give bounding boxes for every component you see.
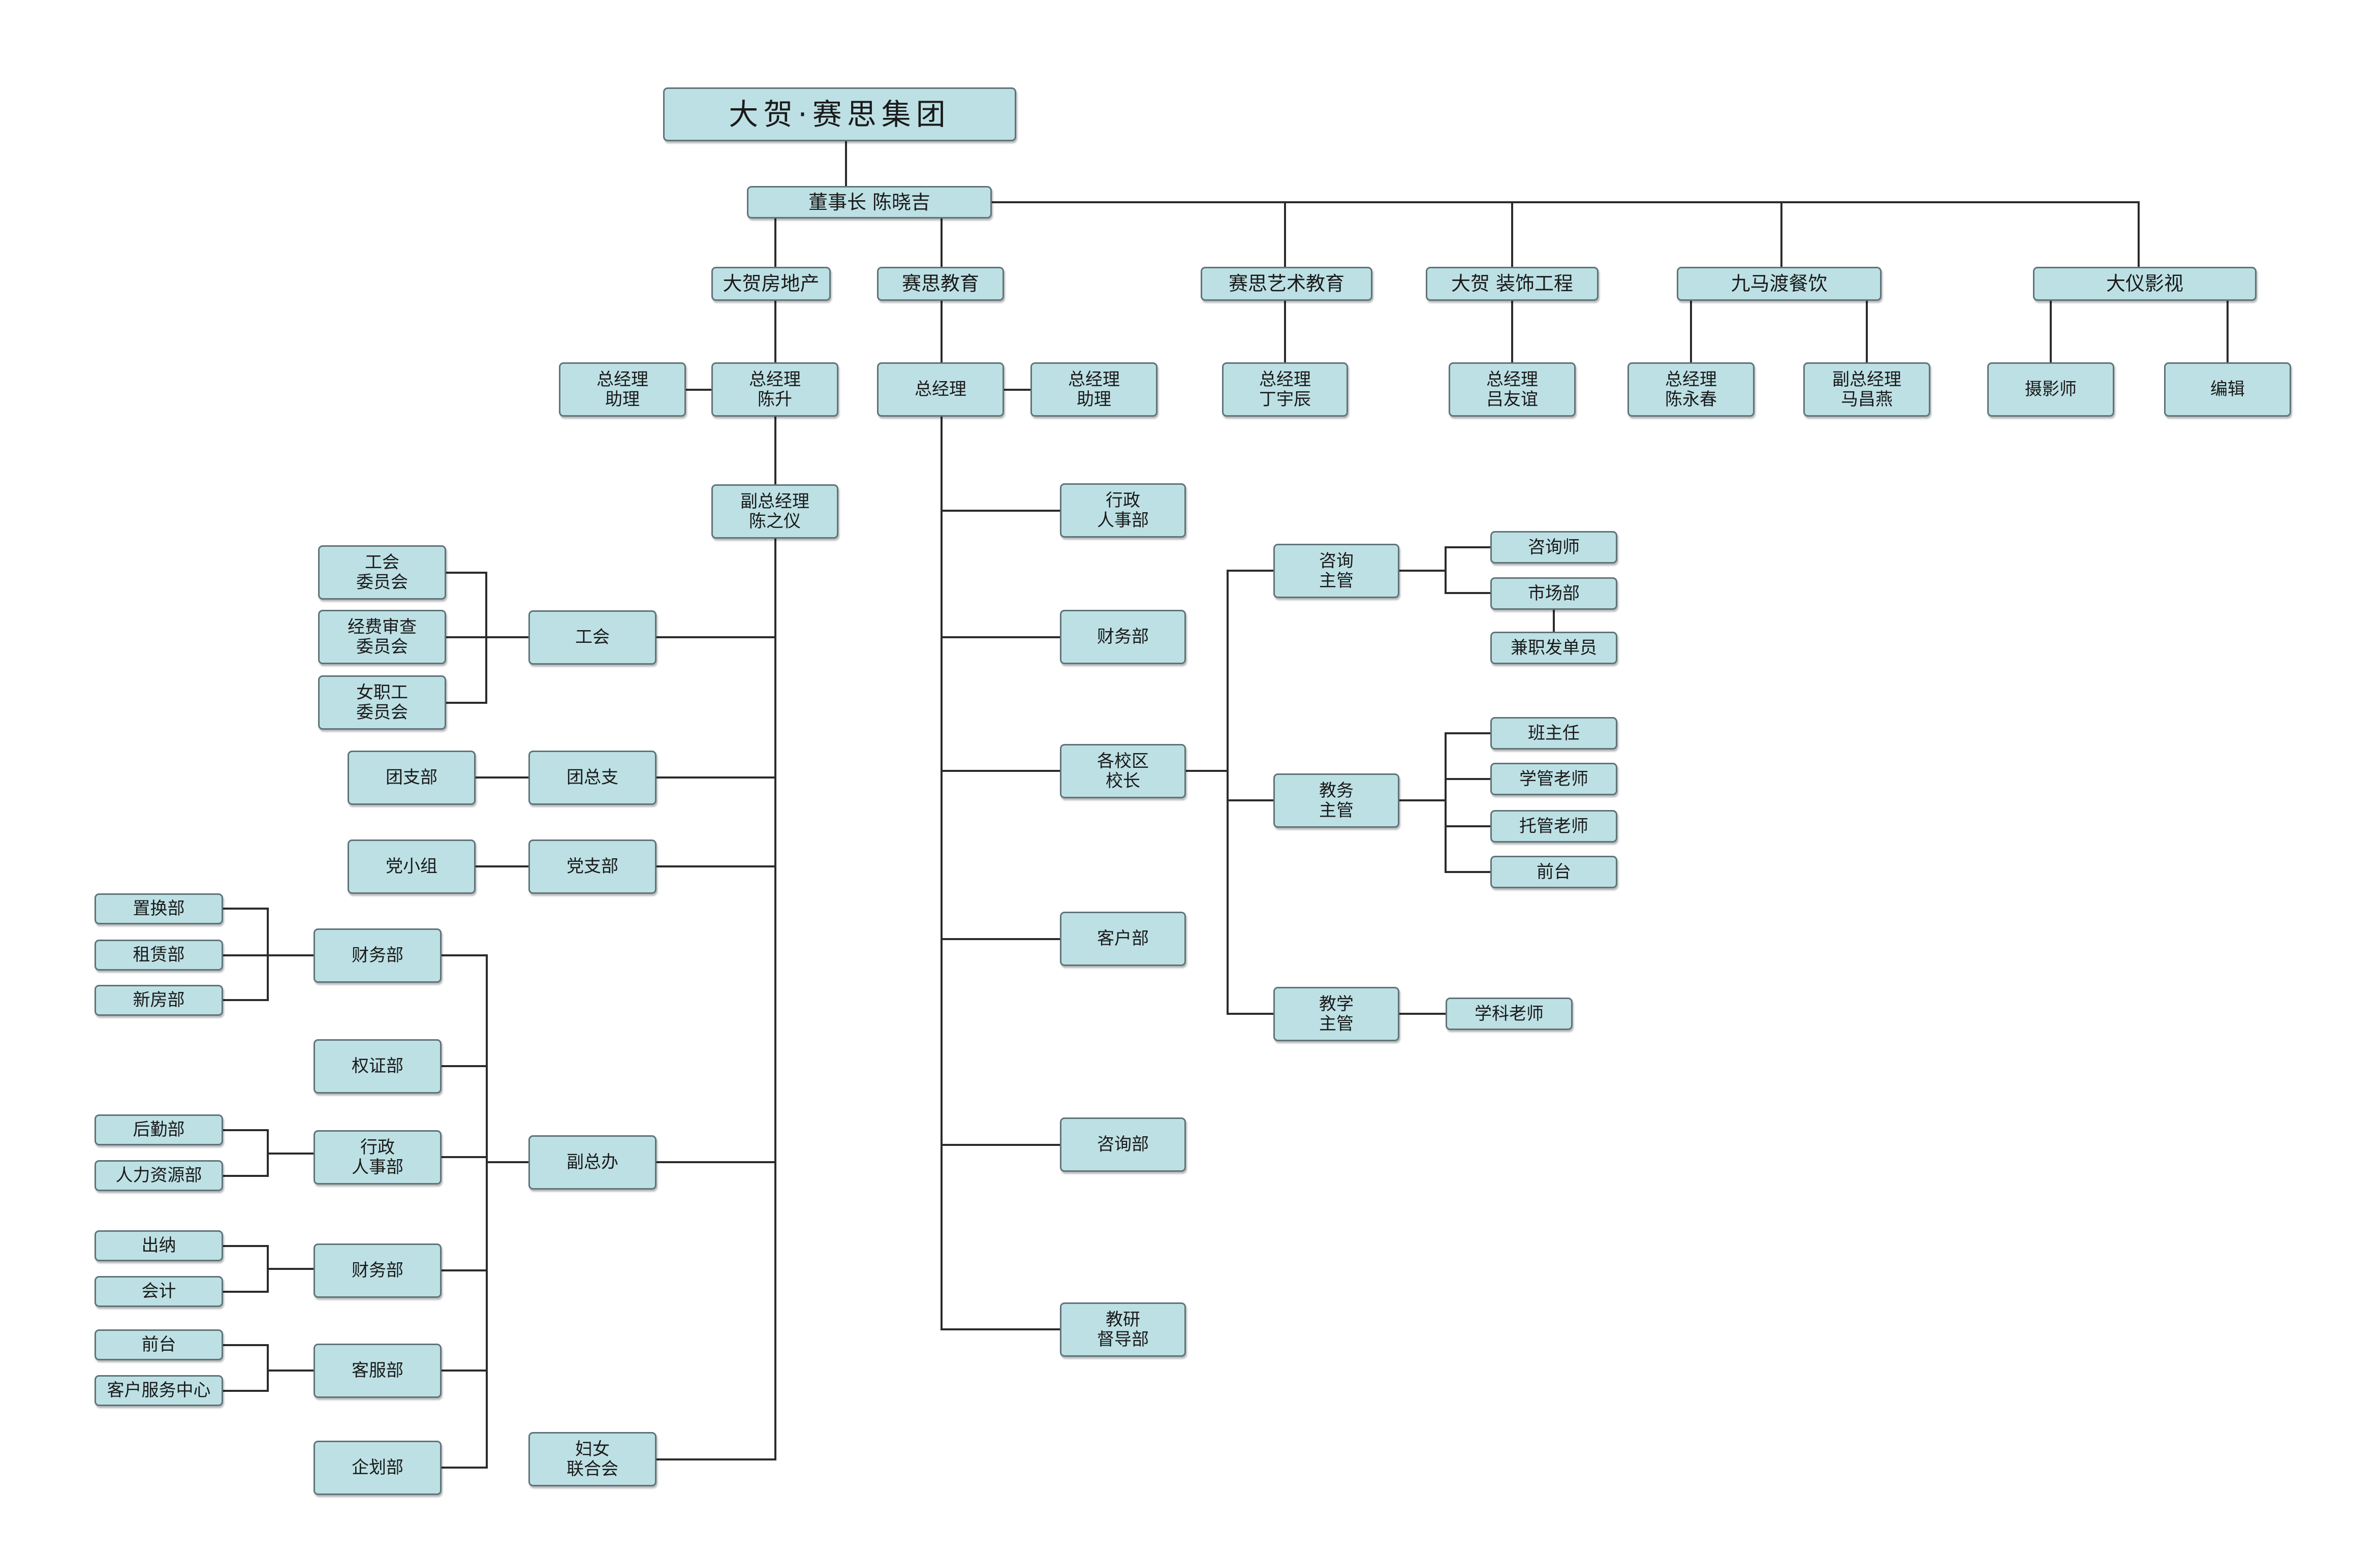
re-new-house-dept: 新房部 [95, 985, 223, 1016]
re-exchange-dept: 置换部 [95, 893, 223, 924]
company-education: 赛思教育 [877, 267, 1004, 301]
re-vice-general-manager: 副总经理 陈之仪 [711, 484, 838, 539]
edu-study-teacher: 学管老师 [1490, 763, 1617, 795]
re-planning-dept: 企划部 [314, 1441, 442, 1495]
edu-campus-principal: 各校区 校长 [1060, 744, 1186, 798]
edu-academic-supervisor: 教务 主管 [1273, 773, 1399, 828]
edu-teaching-supervisor: 教学 主管 [1273, 987, 1399, 1041]
re-customer-center: 客户服务中心 [95, 1375, 223, 1406]
edu-consultant: 咨询师 [1490, 531, 1617, 564]
edu-head-teacher: 班主任 [1490, 717, 1617, 750]
edu-flyer-staff: 兼职发单员 [1490, 632, 1617, 664]
edu-consult-dept: 咨询部 [1060, 1117, 1186, 1172]
re-reception: 前台 [95, 1329, 223, 1360]
edu-consult-supervisor: 咨询 主管 [1273, 544, 1399, 598]
re-women-committee: 女职工 委员会 [318, 675, 446, 730]
re-finance-dept-2: 财务部 [314, 1243, 442, 1298]
re-union-committee: 工会 委员会 [318, 545, 446, 600]
re-vice-office: 副总办 [528, 1135, 656, 1190]
edu-general-manager: 总经理 [877, 362, 1004, 417]
edu-front-desk: 前台 [1490, 856, 1617, 888]
re-youth-league-branch: 团支部 [348, 751, 476, 805]
company-art-education: 赛思艺术教育 [1201, 267, 1372, 301]
edu-gm-assistant: 总经理 助理 [1030, 362, 1157, 417]
edu-marketing-dept: 市场部 [1490, 577, 1617, 610]
edu-finance-dept: 财务部 [1060, 610, 1186, 664]
re-gm-assistant: 总经理 助理 [559, 362, 686, 417]
re-service-dept: 客服部 [314, 1344, 442, 1398]
re-youth-league-general: 团总支 [528, 751, 656, 805]
re-hr-dept: 人力资源部 [95, 1160, 223, 1191]
company-decoration: 大贺 装饰工程 [1426, 267, 1599, 301]
re-audit-committee: 经费审查 委员会 [318, 610, 446, 664]
re-women-federation: 妇女 联合会 [528, 1432, 656, 1486]
re-party-branch: 党支部 [528, 839, 656, 894]
chairman-box: 董事长 陈晓吉 [747, 186, 992, 219]
company-real-estate: 大贺房地产 [711, 267, 831, 301]
company-film: 大仪影视 [2033, 267, 2257, 301]
re-finance-dept: 财务部 [314, 928, 442, 983]
art-general-manager: 总经理 丁宇辰 [1222, 362, 1348, 417]
re-logistics-dept: 后勤部 [95, 1114, 223, 1145]
edu-care-teacher: 托管老师 [1490, 810, 1617, 843]
decoration-general-manager: 总经理 吕友谊 [1449, 362, 1576, 417]
re-title-dept: 权证部 [314, 1039, 442, 1094]
edu-admin-hr-dept: 行政 人事部 [1060, 483, 1186, 538]
re-union: 工会 [528, 610, 656, 665]
catering-general-manager: 总经理 陈永春 [1627, 362, 1755, 417]
re-admin-hr-dept: 行政 人事部 [314, 1130, 442, 1185]
edu-client-dept: 客户部 [1060, 912, 1186, 966]
re-rental-dept: 租赁部 [95, 940, 223, 971]
re-cashier: 出纳 [95, 1230, 223, 1261]
film-photographer: 摄影师 [1987, 362, 2114, 417]
company-catering: 九马渡餐饮 [1677, 267, 1882, 301]
re-accountant: 会计 [95, 1276, 223, 1307]
re-general-manager: 总经理 陈升 [711, 362, 838, 417]
film-editor: 编辑 [2164, 362, 2291, 417]
edu-subject-teacher: 学科老师 [1446, 998, 1573, 1030]
catering-vice-general-manager: 副总经理 马昌燕 [1803, 362, 1930, 417]
edu-research-dept: 教研 督导部 [1060, 1302, 1186, 1357]
re-party-group: 党小组 [348, 839, 476, 894]
group-title: 大贺·赛思集团 [663, 87, 1016, 141]
